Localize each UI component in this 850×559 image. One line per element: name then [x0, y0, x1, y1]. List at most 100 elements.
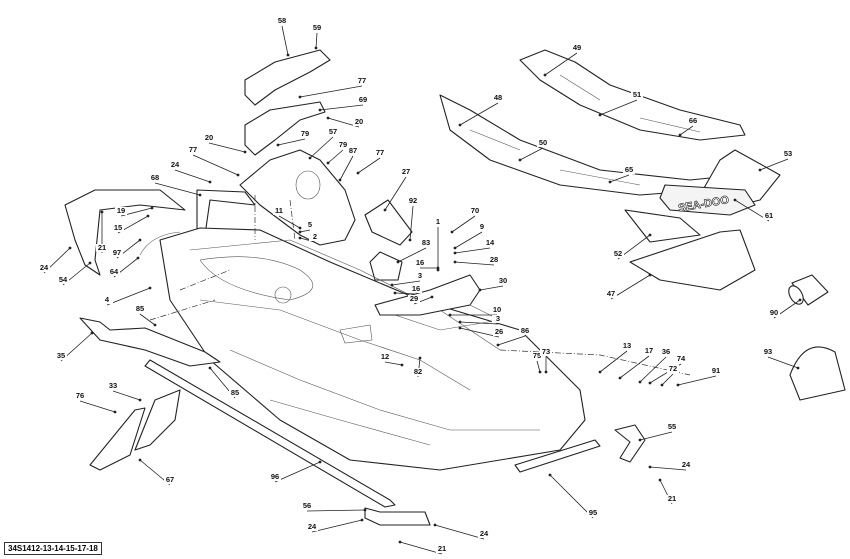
- callout-label[interactable]: 55: [668, 422, 676, 431]
- leader-line: [454, 231, 483, 249]
- callout-label[interactable]: 57: [329, 127, 337, 136]
- leader-line: [679, 125, 694, 136]
- callout-label[interactable]: 20: [355, 117, 363, 126]
- callout-label[interactable]: 4: [105, 295, 110, 304]
- callout-label[interactable]: 29: [410, 294, 418, 303]
- leader-line: [311, 519, 363, 533]
- callout-label[interactable]: 13: [623, 341, 631, 350]
- callout-label[interactable]: 77: [358, 76, 366, 85]
- callout-label[interactable]: 87: [349, 146, 357, 155]
- callout-label[interactable]: 24: [308, 522, 317, 531]
- callout-label[interactable]: 69: [359, 95, 367, 104]
- callout-label[interactable]: 58: [278, 16, 286, 25]
- callout-label[interactable]: 73: [542, 347, 550, 356]
- callout-label[interactable]: 9: [480, 222, 484, 231]
- callout-label[interactable]: 2: [313, 232, 317, 241]
- callout-label[interactable]: 3: [418, 271, 422, 280]
- callout-label[interactable]: 16: [416, 258, 424, 267]
- callout-label[interactable]: 52: [614, 249, 622, 258]
- callout-label[interactable]: 54: [59, 275, 68, 284]
- callout-label[interactable]: 66: [689, 116, 697, 125]
- callout-label[interactable]: 79: [301, 129, 309, 138]
- callout-label[interactable]: 24: [682, 460, 691, 469]
- reference-code: 34S1412-13-14-15-17-18: [4, 542, 102, 555]
- callout-label[interactable]: 30: [499, 276, 507, 285]
- fastener-dot: [496, 343, 500, 347]
- callout-label[interactable]: 96: [271, 472, 279, 481]
- leader-line: [649, 466, 687, 471]
- callout-label[interactable]: 56: [303, 501, 311, 510]
- callout-label[interactable]: 24: [40, 263, 49, 272]
- callout-label[interactable]: 16: [412, 284, 420, 293]
- callout-label[interactable]: 64: [110, 267, 119, 276]
- callout-label[interactable]: 85: [136, 304, 144, 313]
- callout-label[interactable]: 21: [438, 544, 446, 553]
- callout-label[interactable]: 59: [313, 23, 321, 32]
- callout-label[interactable]: 77: [376, 148, 384, 157]
- callout-label[interactable]: 85: [231, 388, 239, 397]
- callout-label[interactable]: 76: [76, 391, 84, 400]
- callout-label[interactable]: 33: [109, 381, 117, 390]
- callout-label[interactable]: 74: [677, 354, 686, 363]
- fastener-dot: [658, 478, 662, 482]
- callout-label[interactable]: 19: [117, 206, 125, 215]
- callout-label[interactable]: 79: [339, 140, 347, 149]
- callout-label[interactable]: 97: [113, 248, 121, 257]
- callout-label[interactable]: 36: [662, 347, 670, 356]
- callout-label[interactable]: 67: [166, 475, 174, 484]
- callout-label[interactable]: 1: [436, 217, 440, 226]
- callout-label[interactable]: 11: [275, 206, 283, 215]
- callout-label[interactable]: 68: [151, 173, 159, 182]
- fastener-dot: [598, 113, 602, 117]
- callout-label[interactable]: 70: [471, 206, 479, 215]
- callout-label[interactable]: 21: [98, 243, 106, 252]
- leader-line: [299, 85, 363, 98]
- callout-label[interactable]: 86: [521, 326, 529, 335]
- callout-label[interactable]: 17: [645, 346, 653, 355]
- leader-line: [639, 356, 667, 383]
- callout-bg: [269, 473, 281, 481]
- callout-label[interactable]: 75: [533, 351, 541, 360]
- fastener-dot: [453, 251, 457, 255]
- fastener-dot: [326, 116, 330, 120]
- callout-label[interactable]: 92: [409, 196, 417, 205]
- callout-bg: [356, 77, 368, 85]
- callout-label[interactable]: 3: [496, 314, 500, 323]
- callout-label[interactable]: 77: [189, 145, 197, 154]
- callout-label[interactable]: 61: [765, 211, 773, 220]
- callout-label[interactable]: 10: [493, 305, 501, 314]
- callout-label[interactable]: 82: [414, 367, 422, 376]
- callout-label[interactable]: 51: [633, 90, 641, 99]
- callout-label[interactable]: 24: [480, 529, 489, 538]
- callout-label[interactable]: 20: [205, 133, 213, 142]
- callout-label[interactable]: 91: [712, 366, 720, 375]
- callout-bg: [660, 348, 672, 356]
- callout-label[interactable]: 95: [589, 508, 597, 517]
- callout-label[interactable]: 35: [57, 351, 65, 360]
- callout-label[interactable]: 72: [669, 364, 677, 373]
- callout-label[interactable]: 5: [308, 220, 312, 229]
- callout-label[interactable]: 83: [422, 238, 430, 247]
- leader-line: [599, 350, 628, 373]
- callout-label[interactable]: 65: [625, 165, 633, 174]
- callout-label[interactable]: 48: [494, 93, 502, 102]
- callout-label[interactable]: 27: [402, 167, 410, 176]
- fastener-dot: [676, 383, 680, 387]
- callout-label[interactable]: 53: [784, 149, 792, 158]
- callout-label[interactable]: 49: [573, 43, 581, 52]
- callout-label[interactable]: 50: [539, 138, 547, 147]
- callout-label[interactable]: 15: [114, 223, 122, 232]
- callout-label[interactable]: 28: [490, 255, 498, 264]
- fastener-dot: [408, 238, 412, 242]
- leader-line: [192, 154, 239, 176]
- callout-label[interactable]: 14: [486, 238, 495, 247]
- callout-label[interactable]: 26: [495, 327, 503, 336]
- callout-label[interactable]: 12: [381, 352, 389, 361]
- leader-line: [767, 356, 799, 369]
- callout-label[interactable]: 24: [171, 160, 180, 169]
- callout-label[interactable]: 21: [668, 494, 676, 503]
- callout-label[interactable]: 90: [770, 308, 778, 317]
- fastener-dot: [298, 230, 302, 234]
- callout-label[interactable]: 93: [764, 347, 772, 356]
- callout-label[interactable]: 47: [607, 289, 615, 298]
